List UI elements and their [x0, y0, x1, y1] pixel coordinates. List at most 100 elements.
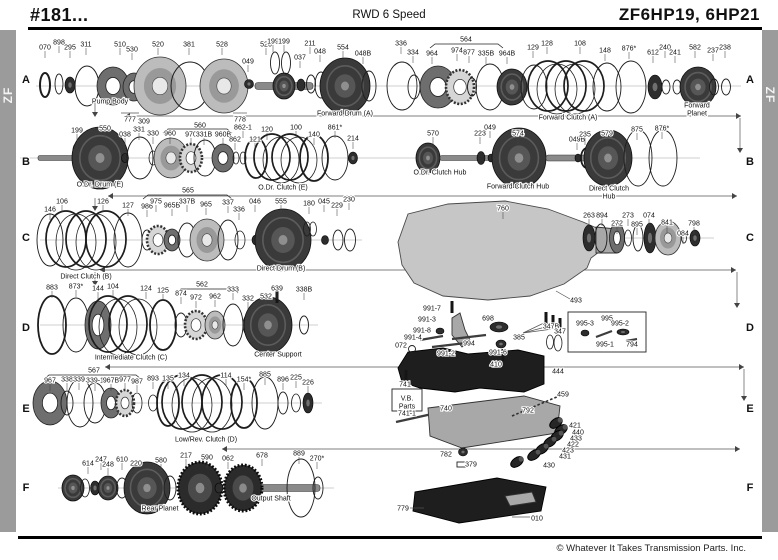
part-number-label: 874 [175, 291, 187, 298]
part-number-label: 347B [543, 324, 560, 331]
part-number-label: 311 [80, 42, 91, 49]
part-shape [429, 77, 447, 97]
part-number-label: 410 [490, 362, 502, 369]
part-number-label: 526 [260, 42, 272, 49]
part-shape [41, 392, 59, 414]
part-number-label: 777 [124, 117, 136, 124]
part-number-label: 567 [88, 368, 100, 375]
part-number-label: 430 [543, 463, 555, 470]
part-number-label: 639 [271, 286, 283, 293]
component-silhouette [397, 347, 545, 393]
part-shape [190, 318, 202, 332]
part-shape [586, 233, 592, 243]
part-shape [395, 412, 433, 424]
part-shape [553, 334, 563, 352]
part-number-label: 885 [259, 372, 271, 379]
callout-box [456, 461, 467, 468]
part-number-label: 049 [484, 125, 496, 132]
part-shape [39, 72, 51, 98]
part-shape [435, 327, 445, 335]
part-number-label: 794 [626, 342, 638, 349]
part-shape [652, 82, 658, 92]
part-shape [514, 153, 524, 163]
part-number-label: 333 [227, 287, 239, 294]
assembly-label: Direct Clutch [589, 186, 629, 193]
part-shape [663, 232, 673, 244]
part-number-label: 263 [583, 213, 595, 220]
part-number-label: 223 [474, 131, 486, 138]
part-number-label: 883 [46, 285, 58, 292]
part-number-label: 049 [242, 59, 254, 66]
part-number-label: 875 [631, 127, 643, 134]
part-shape [277, 391, 289, 415]
part-number-label: 995-3 [576, 321, 594, 328]
part-shape [217, 151, 229, 165]
part-shape [88, 295, 128, 353]
assembly-label: Direct Drum (B) [257, 266, 306, 273]
part-shape [426, 155, 430, 161]
part-number-label: 440 [572, 430, 584, 437]
part-number-label: 528 [216, 42, 228, 49]
part-shape [625, 337, 638, 343]
part-shape [453, 78, 467, 95]
part-number-label: 048 [314, 49, 326, 56]
part-number-label: 049B [569, 137, 586, 144]
part-shape [282, 83, 286, 89]
part-number-label: 582 [689, 45, 701, 52]
part-shape [684, 71, 712, 103]
part-shape [60, 390, 74, 416]
part-number-label: 778 [234, 117, 246, 124]
part-shape [299, 315, 309, 335]
part-shape [280, 136, 318, 184]
assembly-label: Rear Planet [142, 506, 179, 513]
part-shape [249, 304, 287, 346]
part-number-label: 612 [647, 50, 659, 57]
part-number-label: 330 [147, 131, 159, 138]
assembly-label: Direct Clutch (B) [60, 274, 111, 281]
part-number-label: 338B [296, 287, 313, 294]
part-shape [131, 392, 143, 414]
part-shape [693, 235, 697, 241]
part-shape [589, 137, 627, 179]
part-shape [270, 51, 280, 75]
part-number-label: 740 [440, 406, 452, 413]
part-shape [499, 342, 503, 346]
part-number-label: 991-3 [418, 317, 436, 324]
assembly-label: Planet [687, 111, 707, 118]
part-shape [79, 134, 121, 182]
part-shape [65, 210, 107, 268]
part-shape [648, 129, 678, 187]
part-shape [71, 485, 75, 491]
callout-box [391, 388, 423, 412]
part-number-label: 126 [97, 199, 109, 206]
part-shape [201, 233, 213, 247]
part-number-label: 332 [242, 296, 254, 303]
part-number-label: 108 [574, 41, 586, 48]
part-shape [511, 392, 567, 417]
part-shape [681, 232, 687, 244]
part-number-label: 037 [294, 55, 306, 62]
part-number-label: 894 [596, 213, 608, 220]
solenoid-shape [510, 456, 524, 468]
part-number-label: 792 [522, 408, 534, 415]
part-shape [501, 349, 505, 361]
part-number-label: 084 [677, 231, 689, 238]
part-shape [495, 325, 503, 329]
part-shape [407, 74, 421, 100]
part-number-label: 782 [440, 452, 452, 459]
part-shape [100, 478, 117, 498]
bracket-line [175, 288, 239, 294]
assembly-label: Output Shaft [251, 496, 290, 503]
part-number-label: 038 [119, 132, 131, 139]
arrowhead-icon [732, 193, 737, 199]
part-number-label: 248 [102, 462, 114, 469]
part-number-label: 235 [579, 132, 591, 139]
part-number-label: 520 [152, 42, 164, 49]
part-shape [721, 78, 731, 96]
part-shape [64, 477, 82, 499]
part-number-label: 045 [318, 199, 330, 206]
part-shape [91, 313, 105, 337]
arrowhead-icon [736, 113, 741, 119]
part-number-label: 977 [119, 377, 131, 384]
part-number-label: 074 [643, 213, 655, 220]
